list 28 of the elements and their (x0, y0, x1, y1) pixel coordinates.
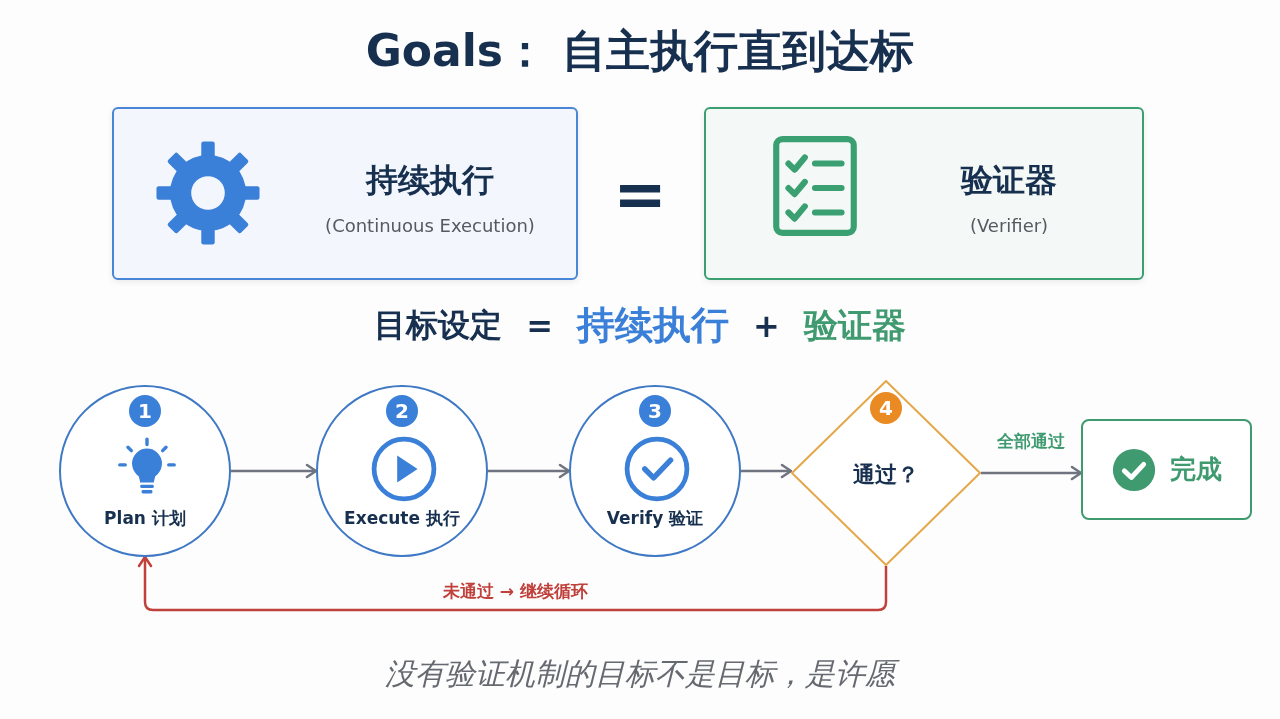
caption: 没有验证机制的目标不是目标，是许愿 (0, 654, 1280, 695)
card-title: 持续执行 (366, 160, 494, 201)
card-subtitle: (Continuous Execution) (325, 215, 535, 236)
step-label: Verify 验证 (605, 507, 705, 530)
result-label: 完成 (1169, 453, 1222, 486)
step-number: 2 (386, 395, 418, 427)
formula-term: 持续执行 (577, 302, 729, 349)
arrow (231, 463, 318, 479)
info-card (112, 107, 578, 280)
operator: + (753, 306, 780, 345)
step-number: 3 (639, 395, 671, 427)
decision-label: 通过？ (852, 461, 920, 489)
formula-term: 目标设定 (374, 304, 503, 346)
result-box (1081, 419, 1252, 520)
arrow (488, 463, 571, 479)
step-label: Plan 计划 (103, 507, 187, 530)
arrow (137, 555, 888, 612)
card-subtitle: (Verifier) (969, 215, 1049, 236)
arrow (981, 465, 1083, 481)
step-number: 1 (129, 395, 161, 427)
info-card (704, 107, 1144, 280)
title: Goals： 自主执行直到达标 (364, 24, 916, 78)
equals-sign: = (612, 162, 668, 226)
operator: = (526, 306, 553, 345)
card-title: 验证器 (961, 160, 1057, 201)
formula-term: 验证器 (803, 303, 906, 347)
step-label: Execute 执行 (343, 507, 461, 530)
arrow (741, 463, 793, 479)
